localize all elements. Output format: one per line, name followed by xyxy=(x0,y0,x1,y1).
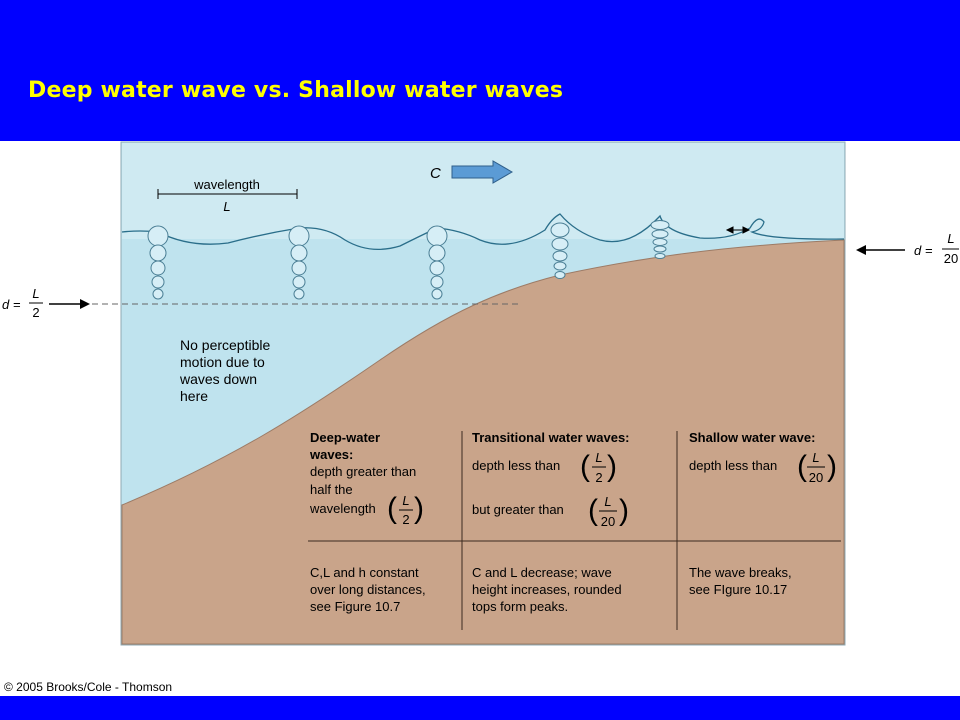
shallow-frac-paren-right: ) xyxy=(827,450,837,483)
seabed xyxy=(121,239,845,645)
depth-left-prefix: d = xyxy=(2,297,21,312)
deep-behavior-cell: C,L and h constant over long distances, … xyxy=(310,565,426,614)
svg-text:The wave breaks,: The wave breaks, xyxy=(689,565,792,580)
svg-text:2: 2 xyxy=(402,512,409,527)
svg-text:20: 20 xyxy=(809,470,823,485)
svg-text:C and L decrease; wave: C and L decrease; wave xyxy=(472,565,612,580)
orbit-column-3 xyxy=(426,225,448,300)
orbit-column-4 xyxy=(550,222,570,279)
svg-text:C,L and h constant: C,L and h constant xyxy=(310,565,419,580)
shallow-frac-paren-left: ( xyxy=(797,450,807,483)
svg-text:waves down: waves down xyxy=(179,371,257,387)
depth-left-numerator: L xyxy=(32,286,39,301)
depth-right-prefix: d = xyxy=(914,243,933,258)
svg-text:Shallow water wave:: Shallow water wave: xyxy=(689,430,815,445)
depth-left-arrow-icon xyxy=(49,299,90,309)
depth-right-denominator: 20 xyxy=(944,251,958,266)
depth-right-arrow-icon xyxy=(856,245,905,255)
svg-text:L: L xyxy=(812,450,819,465)
no-motion-note: No perceptible motion due to waves down … xyxy=(179,337,270,404)
speed-label: C xyxy=(430,165,441,182)
orbit-column-5 xyxy=(650,220,670,259)
svg-text:wavelength: wavelength xyxy=(309,501,376,516)
svg-text:waves:: waves: xyxy=(309,447,353,462)
trans-frac2-paren-right: ) xyxy=(619,494,629,527)
svg-text:2: 2 xyxy=(595,470,602,485)
svg-text:see FIgure 10.17: see FIgure 10.17 xyxy=(689,582,787,597)
orbit-column-2 xyxy=(288,225,310,300)
orbit-column-1 xyxy=(147,225,169,300)
shallow-water-cell: Shallow water wave: depth less than ( L … xyxy=(689,430,837,485)
svg-text:half the: half the xyxy=(310,482,353,497)
svg-text:depth greater than: depth greater than xyxy=(310,464,416,479)
deep-frac-paren-left: ( xyxy=(387,492,397,525)
svg-text:Deep-water: Deep-water xyxy=(310,430,380,445)
deep-water-cell: Deep-water waves: depth greater than hal… xyxy=(309,430,424,527)
title-bar xyxy=(0,0,960,141)
svg-text:see Figure 10.7: see Figure 10.7 xyxy=(310,599,400,614)
transitional-behavior-cell: C and L decrease; wave height increases,… xyxy=(472,565,622,614)
svg-text:height increases, rounded: height increases, rounded xyxy=(472,582,622,597)
svg-text:here: here xyxy=(180,388,208,404)
copyright-notice: © 2005 Brooks/Cole - Thomson xyxy=(4,680,173,694)
depth-right-numerator: L xyxy=(947,231,954,246)
direction-arrow-icon xyxy=(451,160,513,184)
deep-frac-paren-right: ) xyxy=(414,492,424,525)
back-forth-arrow-icon xyxy=(725,226,751,234)
shallow-behavior-cell: The wave breaks, see FIgure 10.17 xyxy=(689,565,792,597)
svg-text:tops form peaks.: tops form peaks. xyxy=(472,599,568,614)
svg-text:Transitional water waves:: Transitional water waves: xyxy=(472,430,630,445)
wavelength-label: wavelength xyxy=(193,177,260,192)
svg-text:20: 20 xyxy=(601,514,615,529)
svg-text:depth less than: depth less than xyxy=(689,458,777,473)
trans-frac1-paren-left: ( xyxy=(580,450,590,483)
depth-left-denominator: 2 xyxy=(32,305,39,320)
svg-text:No perceptible: No perceptible xyxy=(180,337,270,353)
trans-frac1-paren-right: ) xyxy=(607,450,617,483)
wavelength-bracket xyxy=(157,189,298,199)
svg-text:depth less than: depth less than xyxy=(472,458,560,473)
wavelength-symbol: L xyxy=(223,199,230,214)
slide-title: Deep water wave vs. Shallow water waves xyxy=(28,78,564,103)
air-area xyxy=(122,143,844,239)
trans-frac2-paren-left: ( xyxy=(588,494,598,527)
svg-text:L: L xyxy=(595,450,602,465)
svg-text:L: L xyxy=(604,494,611,509)
wave-surface xyxy=(121,213,845,251)
svg-text:motion due to: motion due to xyxy=(180,354,265,370)
bottom-bar xyxy=(0,696,960,720)
table-grid xyxy=(308,431,841,630)
transitional-water-cell: Transitional water waves: depth less tha… xyxy=(472,430,630,529)
svg-text:L: L xyxy=(402,493,409,508)
svg-text:but greater than: but greater than xyxy=(472,502,564,517)
svg-text:over long distances,: over long distances, xyxy=(310,582,426,597)
